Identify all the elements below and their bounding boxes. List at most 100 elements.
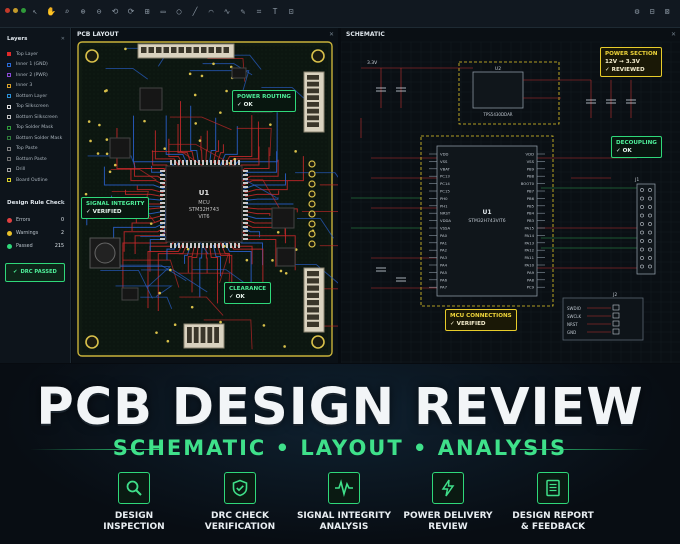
layer-color-swatch[interactable] (7, 94, 11, 99)
tool-button[interactable]: ⚙ (634, 7, 640, 16)
schematic-drawing[interactable]: U2 TPS5430DDAR 3.3V VDDVSSVBATPC13PC14PC… (341, 28, 680, 363)
tool-button[interactable]: ✋ (46, 7, 56, 16)
mcu-left-pin: VBAT (440, 166, 451, 171)
swd-label: SWCLK (567, 314, 582, 319)
tool-button[interactable]: ✎ (240, 7, 246, 16)
tool-button[interactable]: ⊕ (80, 7, 86, 16)
tool-button[interactable]: ∿ (223, 7, 231, 16)
layer-item[interactable]: Top Silkscreen (0, 102, 70, 113)
mcu-chip[interactable] (165, 165, 243, 243)
u2-regulator[interactable] (472, 71, 524, 109)
pcb-layout-panel[interactable]: PCB LAYOUT ✕ U1 MCU STM32H743 VIT6 (72, 28, 338, 363)
tool-button[interactable]: ⌗ (256, 7, 262, 16)
status-dot-icon (7, 243, 12, 249)
mcu-left-pin: PA2 (440, 248, 448, 253)
layer-color-swatch[interactable] (7, 104, 11, 109)
layer-color-swatch[interactable] (7, 52, 11, 57)
layer-item[interactable]: Bottom Layer (0, 91, 70, 102)
mcu-right-pin: PA14 (525, 233, 535, 238)
layer-item[interactable]: Board Outline (0, 175, 70, 186)
callout-status: ✓ VERIFIED (86, 209, 122, 215)
layer-color-swatch[interactable] (7, 146, 11, 151)
layer-item[interactable]: Bottom Silkscreen (0, 112, 70, 123)
mcu-pin-labels: VDDVSSVBATPC13PC14PC15PH0PH1NRSTVDDAVSSA… (429, 152, 545, 290)
tool-button[interactable]: ▭ (160, 7, 166, 16)
tool-button[interactable]: T (272, 7, 278, 16)
j1-ref: J1 (634, 177, 639, 183)
tool-button[interactable]: ⌒ (208, 7, 214, 16)
tool-palette-right: ⚙ ⊟ ⊠ (632, 7, 672, 17)
tool-button[interactable]: ⊞ (144, 7, 150, 16)
mcu-left-pin: PA3 (440, 255, 448, 260)
mcu-right-pin: PA8 (527, 277, 535, 282)
mcu-right-pin: PA11 (525, 255, 535, 260)
j1-header[interactable] (636, 183, 656, 275)
layer-item[interactable]: Inner 3 (0, 81, 70, 92)
layer-color-swatch[interactable] (7, 157, 11, 162)
drc-label: Passed (16, 243, 33, 249)
mcu-right-pin: PB5 (527, 203, 535, 208)
tool-button[interactable]: ⟲ (111, 7, 119, 16)
chip-line2: STM32H743 (189, 207, 219, 213)
mcu-right-pin: BOOT0 (521, 181, 535, 186)
layer-label: Inner 1 (GND) (16, 62, 48, 68)
tool-button[interactable]: ⟳ (127, 7, 135, 16)
callout-title: CLEARANCE (229, 286, 267, 292)
layer-color-swatch[interactable] (7, 73, 11, 78)
callout-line2: 12V → 3.3V (605, 59, 640, 65)
feature-line2: REVIEW (428, 522, 468, 532)
layer-item[interactable]: Inner 1 (GND) (0, 60, 70, 71)
window-controls[interactable] (5, 8, 26, 13)
layer-item[interactable]: Bottom Solder Mask (0, 133, 70, 144)
layer-color-swatch[interactable] (7, 167, 11, 172)
tool-button[interactable]: ╱ (192, 7, 198, 16)
close-icon[interactable]: ✕ (60, 36, 65, 42)
layer-item[interactable]: Bottom Paste (0, 154, 70, 165)
chip-line1: MCU (198, 200, 210, 206)
layer-color-swatch[interactable] (7, 115, 11, 120)
layer-item[interactable]: Top Solder Mask (0, 123, 70, 134)
layer-label: Top Layer (16, 51, 39, 57)
copper-traces (84, 47, 338, 350)
layer-color-swatch[interactable] (7, 178, 11, 183)
status-dot-icon (7, 217, 12, 223)
layer-color-swatch[interactable] (7, 125, 11, 130)
tool-button[interactable]: ↖ (32, 7, 38, 16)
tool-button[interactable]: ◯ (176, 7, 182, 16)
feature-line2: VERIFICATION (204, 522, 276, 532)
tool-button[interactable]: ⌕ (64, 7, 70, 16)
layer-item[interactable]: Top Paste (0, 144, 70, 155)
layer-label: Bottom Paste (16, 156, 47, 162)
layer-color-swatch[interactable] (7, 62, 11, 67)
close-icon[interactable]: ✕ (60, 199, 65, 206)
layer-item[interactable]: Top Layer (0, 49, 70, 60)
tool-button[interactable]: ⊖ (96, 7, 102, 16)
mcu-left-pin: PA5 (440, 270, 448, 275)
layer-color-swatch[interactable] (7, 83, 11, 88)
mcu-right-pin: PA15 (525, 226, 535, 231)
callout-title: POWER ROUTING (237, 94, 291, 100)
layer-item[interactable]: Inner 2 (PWR) (0, 70, 70, 81)
layer-item[interactable]: Drill (0, 165, 70, 176)
mcu-right-pin: PB9 (527, 166, 535, 171)
layer-color-swatch[interactable] (7, 136, 11, 141)
swd-label: SWDIO (567, 306, 581, 311)
mcu-symbol[interactable] (436, 145, 538, 297)
tool-button[interactable]: ⊠ (664, 7, 670, 16)
tool-button[interactable]: ⊡ (288, 7, 294, 16)
mcu-left-pin: PC13 (440, 174, 450, 179)
pcb-board-drawing[interactable]: U1 MCU STM32H743 VIT6 (72, 28, 338, 363)
hero-subtitle: SCHEMATIC • LAYOUT • ANALYSIS (112, 436, 568, 460)
feature-line2: & FEEDBACK (520, 522, 586, 532)
callout-clearance: CLEARANCE ✓ OK (224, 282, 272, 304)
layer-label: Inner 3 (16, 83, 33, 89)
swd-block (562, 297, 644, 341)
drc-header: Design Rule Check ✕ (0, 192, 70, 210)
close-icon[interactable]: ✕ (328, 31, 334, 38)
swd-label: NRST (567, 322, 578, 327)
j1-pins (640, 188, 652, 269)
close-icon[interactable]: ✕ (670, 31, 676, 38)
tool-button[interactable]: ⊟ (649, 7, 655, 16)
